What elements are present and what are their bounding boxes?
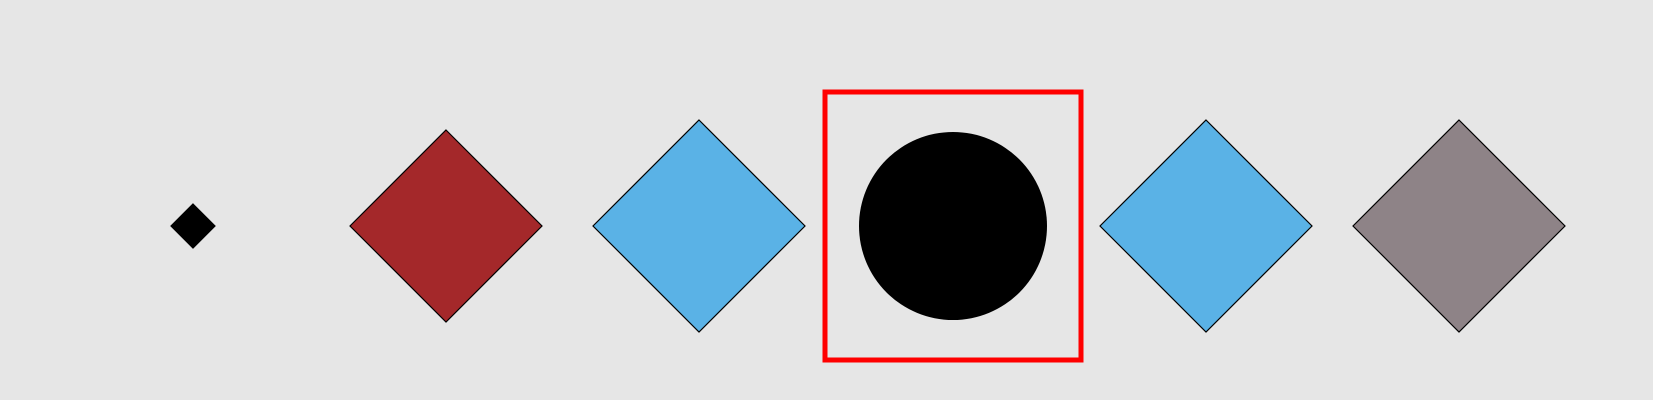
black-circle-4[interactable] bbox=[859, 132, 1047, 320]
mauve-gray-diamond-6[interactable] bbox=[1352, 119, 1566, 333]
selection-box bbox=[822, 89, 1084, 363]
small-black-diamond-1[interactable] bbox=[170, 203, 216, 249]
sky-blue-diamond-3[interactable] bbox=[592, 119, 806, 333]
sky-blue-diamond-5[interactable] bbox=[1099, 119, 1313, 333]
dark-red-diamond-2[interactable] bbox=[349, 129, 543, 323]
